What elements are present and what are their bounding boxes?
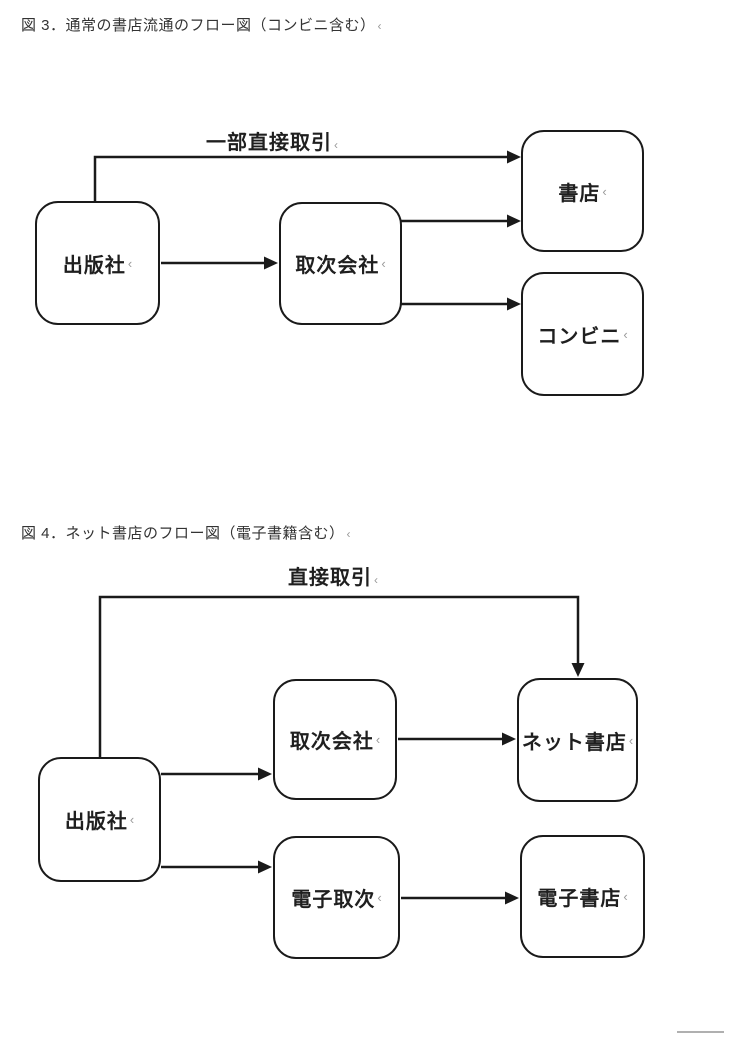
fig4-arrowhead-netbookstore [502, 732, 516, 746]
fig3-direct-deal-label: 一部直接取引‹ [206, 126, 338, 155]
fig4-node-distributor: 取次会社‹ [273, 679, 397, 800]
line-break-mark: ‹ [381, 256, 386, 271]
fig4-node-publisher-label: 出版社 [64, 811, 128, 833]
figure3-caption-text: 図 3．通常の書店流通のフロー図（コンビニ含む） [21, 17, 376, 34]
line-break-mark: ‹ [375, 732, 381, 747]
fig3-node-bookstore-label: 書店 [558, 182, 601, 205]
fig4-node-net-bookstore: ネット書店‹ [517, 678, 638, 802]
fig4-node-e-bookstore: 電子書店‹ [520, 835, 645, 958]
fig3-node-distributor-label: 取次会社 [295, 255, 380, 277]
fig4-arrowhead-ebookstore [505, 891, 519, 905]
line-break-mark: ‹ [374, 573, 378, 587]
line-break-mark: ‹ [129, 812, 135, 827]
fig3-direct-deal-label-text: 一部直接取引 [206, 132, 332, 154]
fig4-arrowhead-edistributor [258, 860, 272, 874]
fig3-arrowhead-bookstore-direct [507, 150, 521, 164]
fig4-direct-deal-label: 直接取引‹ [288, 561, 378, 590]
fig3-arrowhead-convenience [507, 297, 521, 311]
fig4-node-e-distributor-label: 電子取次 [291, 889, 376, 911]
line-break-mark: ‹ [623, 889, 628, 904]
fig4-node-net-bookstore-label: ネット書店 [521, 731, 627, 754]
fig3-node-convenience-store: コンビニ‹ [521, 272, 644, 396]
fig4-arrowhead-netbookstore-direct [571, 663, 585, 677]
fig3-arrowhead-distributor [264, 256, 278, 270]
line-break-mark: ‹ [602, 183, 607, 199]
line-break-mark: ‹ [623, 326, 628, 342]
fig3-node-bookstore: 書店‹ [521, 130, 644, 252]
fig4-node-publisher: 出版社‹ [38, 757, 161, 882]
fig3-arrowhead-bookstore [507, 214, 521, 228]
line-break-mark: ‹ [127, 255, 133, 271]
fig3-node-publisher: 出版社‹ [35, 201, 160, 325]
line-break-mark: ‹ [334, 138, 338, 152]
fig4-node-e-bookstore-label: 電子書店 [537, 888, 622, 910]
figure4-caption-text: 図 4．ネット書店のフロー図（電子書籍含む） [21, 525, 345, 542]
bottom-right-artifact-line [677, 1031, 724, 1033]
fig4-direct-deal-label-text: 直接取引 [288, 567, 372, 589]
fig3-edge-publisher-bookstore-direct-line [93, 155, 508, 201]
figure3-caption: 図 3．通常の書店流通のフロー図（コンビニ含む）‹ [21, 14, 382, 35]
line-break-mark: ‹ [377, 890, 382, 905]
figure4-caption: 図 4．ネット書店のフロー図（電子書籍含む）‹ [21, 522, 351, 543]
line-break-mark: ‹ [346, 527, 351, 541]
fig3-node-publisher-label: 出版社 [62, 254, 126, 277]
fig4-arrowhead-distributor [258, 767, 272, 781]
fig3-node-distributor: 取次会社‹ [279, 202, 402, 325]
fig4-node-e-distributor: 電子取次‹ [273, 836, 400, 959]
fig3-node-convenience-store-label: コンビニ [537, 325, 622, 348]
fig4-node-distributor-label: 取次会社 [289, 731, 374, 753]
line-break-mark: ‹ [377, 19, 382, 33]
line-break-mark: ‹ [628, 732, 634, 748]
fig4-edge-publisher-netbookstore-direct-line [98, 595, 580, 757]
